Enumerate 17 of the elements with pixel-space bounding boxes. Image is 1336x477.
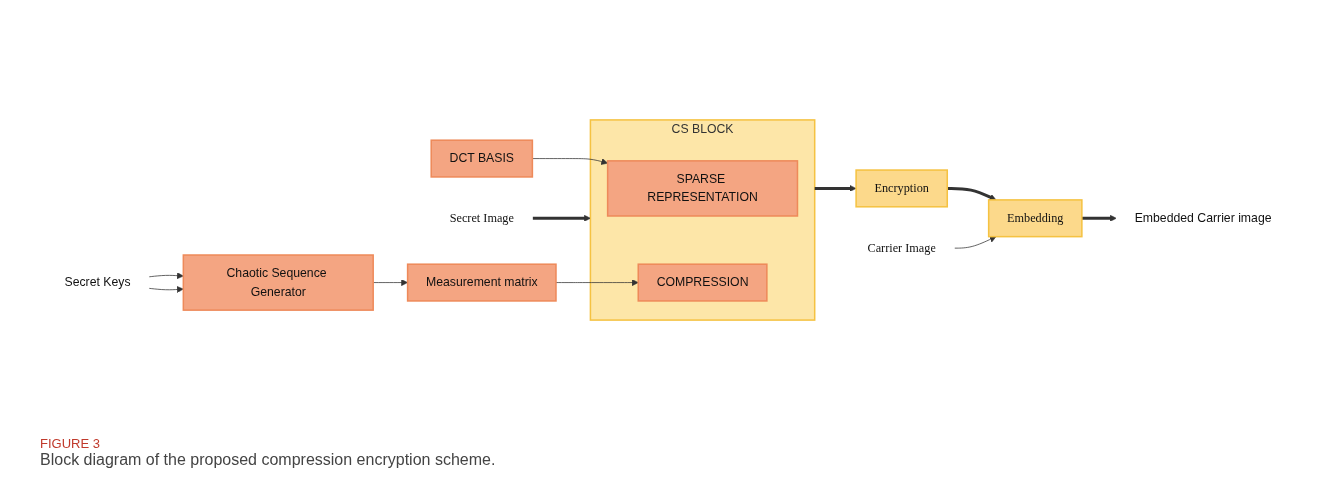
node-text: Carrier Image xyxy=(867,241,936,255)
node-box: Encryption xyxy=(855,169,949,208)
figure-number: FIGURE 3 xyxy=(40,436,101,451)
arrow xyxy=(1081,214,1117,222)
node-text: Secret Image xyxy=(449,211,514,225)
node-text: Embedded Carrier image xyxy=(1134,211,1272,225)
arrow xyxy=(947,186,997,201)
node-box: SPARSE REPRESENTATION xyxy=(606,160,799,217)
arrow xyxy=(814,185,857,192)
node-box: DCT BASIS xyxy=(430,139,534,178)
node-box: Embedding xyxy=(987,199,1083,238)
figure-caption: Block diagram of the proposed compression encryption scheme. xyxy=(40,451,497,469)
node-box: Chaotic Sequence Generator xyxy=(182,254,374,311)
node-text: Secret Keys xyxy=(64,275,131,289)
arrow xyxy=(532,214,591,222)
node-box: Measurement matrix xyxy=(406,263,557,302)
node-box: COMPRESSION xyxy=(637,263,768,302)
